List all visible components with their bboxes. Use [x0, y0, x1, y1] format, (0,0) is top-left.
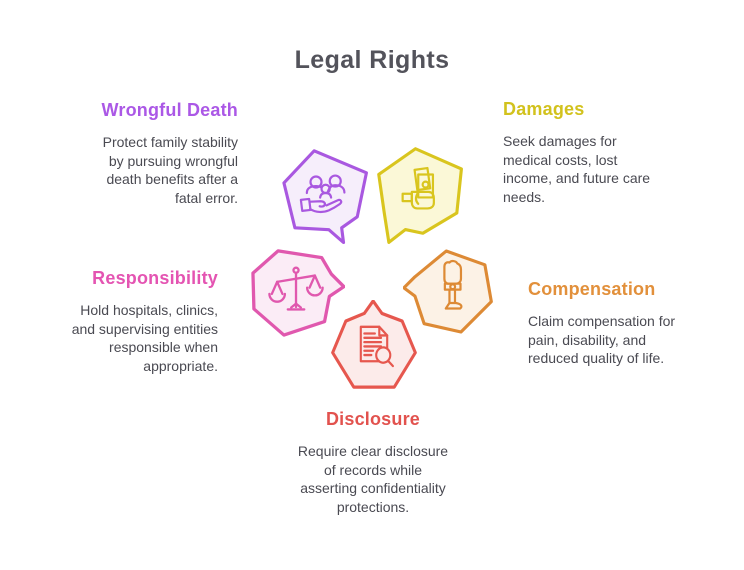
bubble-wrongful-death — [281, 149, 373, 248]
section-disclosure-title: Disclosure — [325, 409, 421, 429]
bubble-responsibility — [248, 247, 345, 337]
section-disclosure: Disclosure Require clear disclosure of r… — [258, 409, 488, 516]
section-disclosure-description: Require clear disclosure of records whil… — [297, 443, 449, 515]
section-wrongful-death-description: Protect family stability by pursuing wro… — [102, 134, 238, 206]
prosthetic-leg-icon — [443, 259, 463, 310]
section-compensation-description: Claim compensation for pain, disability,… — [528, 313, 676, 366]
document-search-icon — [359, 325, 394, 368]
section-damages-description: Seek damages for medical costs, lost inc… — [503, 133, 651, 205]
section-compensation: Compensation Claim compensation for pain… — [528, 279, 728, 368]
section-responsibility: Responsibility Hold hospitals, clinics, … — [18, 268, 218, 375]
money-in-hand-icon — [401, 166, 435, 210]
section-responsibility-title: Responsibility — [92, 268, 218, 288]
section-responsibility-description: Hold hospitals, clinics, and supervising… — [71, 302, 218, 374]
section-damages: Damages Seek damages for medical costs, … — [503, 99, 713, 206]
page-title: Legal Rights — [294, 46, 450, 74]
bubble-damages — [375, 146, 467, 247]
section-damages-title: Damages — [503, 99, 585, 119]
section-compensation-title: Compensation — [528, 279, 656, 299]
bubble-disclosure — [330, 300, 418, 390]
section-wrongful-death-title: Wrongful Death — [101, 100, 238, 120]
bubble-compensation — [403, 249, 495, 334]
family-in-hand-icon — [299, 174, 346, 214]
scales-of-justice-icon — [268, 266, 324, 311]
section-wrongful-death: Wrongful Death Protect family stability … — [38, 100, 238, 207]
